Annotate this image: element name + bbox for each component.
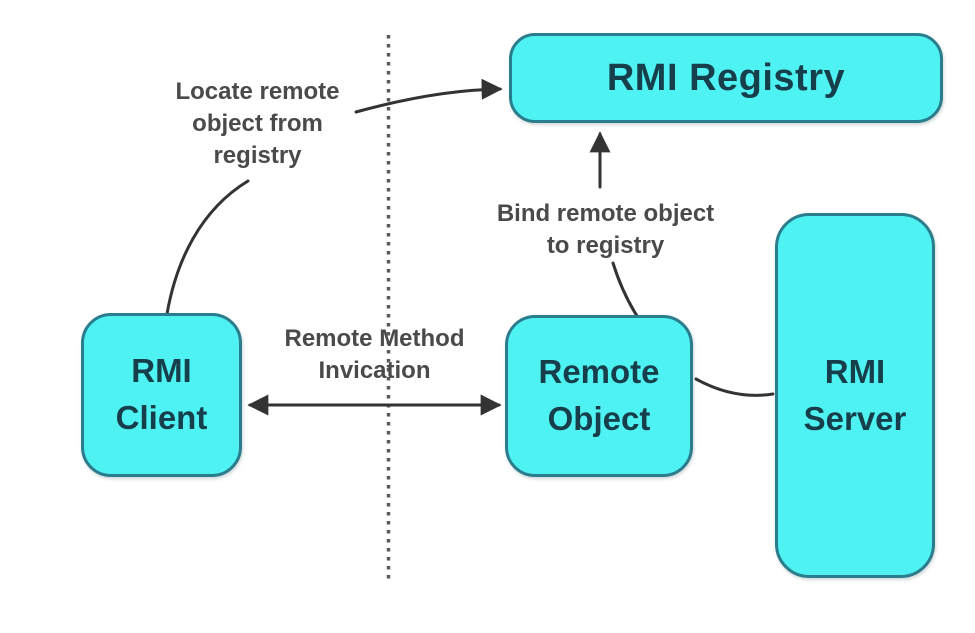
- rmi-server-node: RMI Server: [775, 213, 935, 578]
- server-to-remote-object-curve: [694, 377, 775, 397]
- remote-method-invocation-label: Remote Method Invication: [284, 325, 465, 384]
- locate-remote-object-label: Locate remote object from registry: [175, 78, 340, 169]
- rmi-client-node: RMI Client: [81, 313, 242, 477]
- locate-note-to-registry-arrow: [354, 78, 503, 114]
- client-to-locate-note-curve: [165, 179, 250, 316]
- remote-object-to-bind-note-curve: [611, 261, 639, 318]
- remote-object-node: Remote Object: [505, 315, 693, 477]
- bind-remote-object-label: Bind remote object to registry: [496, 200, 715, 259]
- rmi-registry-node: RMI Registry: [509, 33, 943, 123]
